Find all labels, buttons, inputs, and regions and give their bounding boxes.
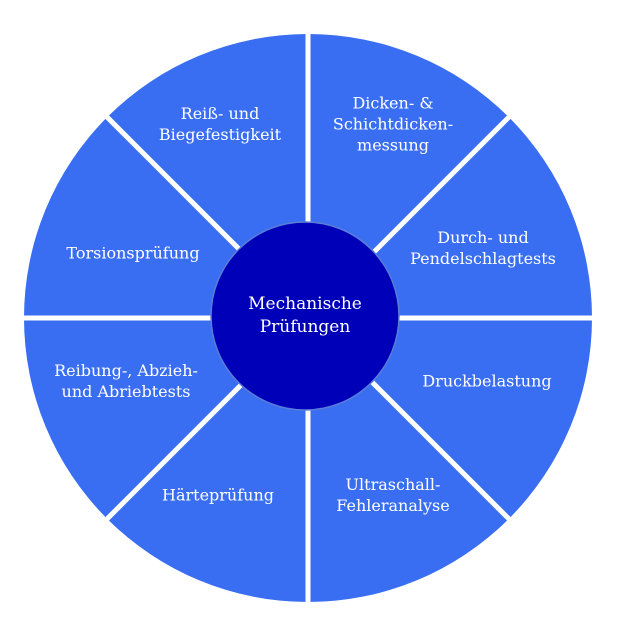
- segment-label-dicken-schichtdickenmessung: Dicken- & Schichtdicken- messung: [332, 93, 454, 155]
- center-hub: [210, 221, 400, 411]
- divider-line: [362, 372, 515, 525]
- segment-label-haertepruefung: Härteprüfung: [161, 485, 275, 505]
- segment-label-durch-pendelschlagtests: Durch- und Pendelschlagtests: [410, 228, 556, 268]
- segment-label-torsionspruefung: Torsionsprüfung: [66, 243, 200, 263]
- divider-line: [362, 111, 515, 264]
- dividers: [18, 28, 598, 608]
- segment-label-reiss-biegefestigkeit: Reiß- und Biegefestigkeit: [158, 104, 282, 144]
- center-label: Mechanische Prüfungen: [248, 294, 362, 337]
- divider-line: [101, 111, 254, 264]
- divider-line: [101, 372, 254, 525]
- segment-label-ultraschall-fehleranalyse: Ultraschall- Fehleranalyse: [336, 475, 450, 515]
- segment-label-druckbelastung: Druckbelastung: [422, 371, 552, 391]
- segment-label-reibung-abzieh-abriebtests: Reibung-, Abzieh- und Abriebtests: [54, 361, 198, 401]
